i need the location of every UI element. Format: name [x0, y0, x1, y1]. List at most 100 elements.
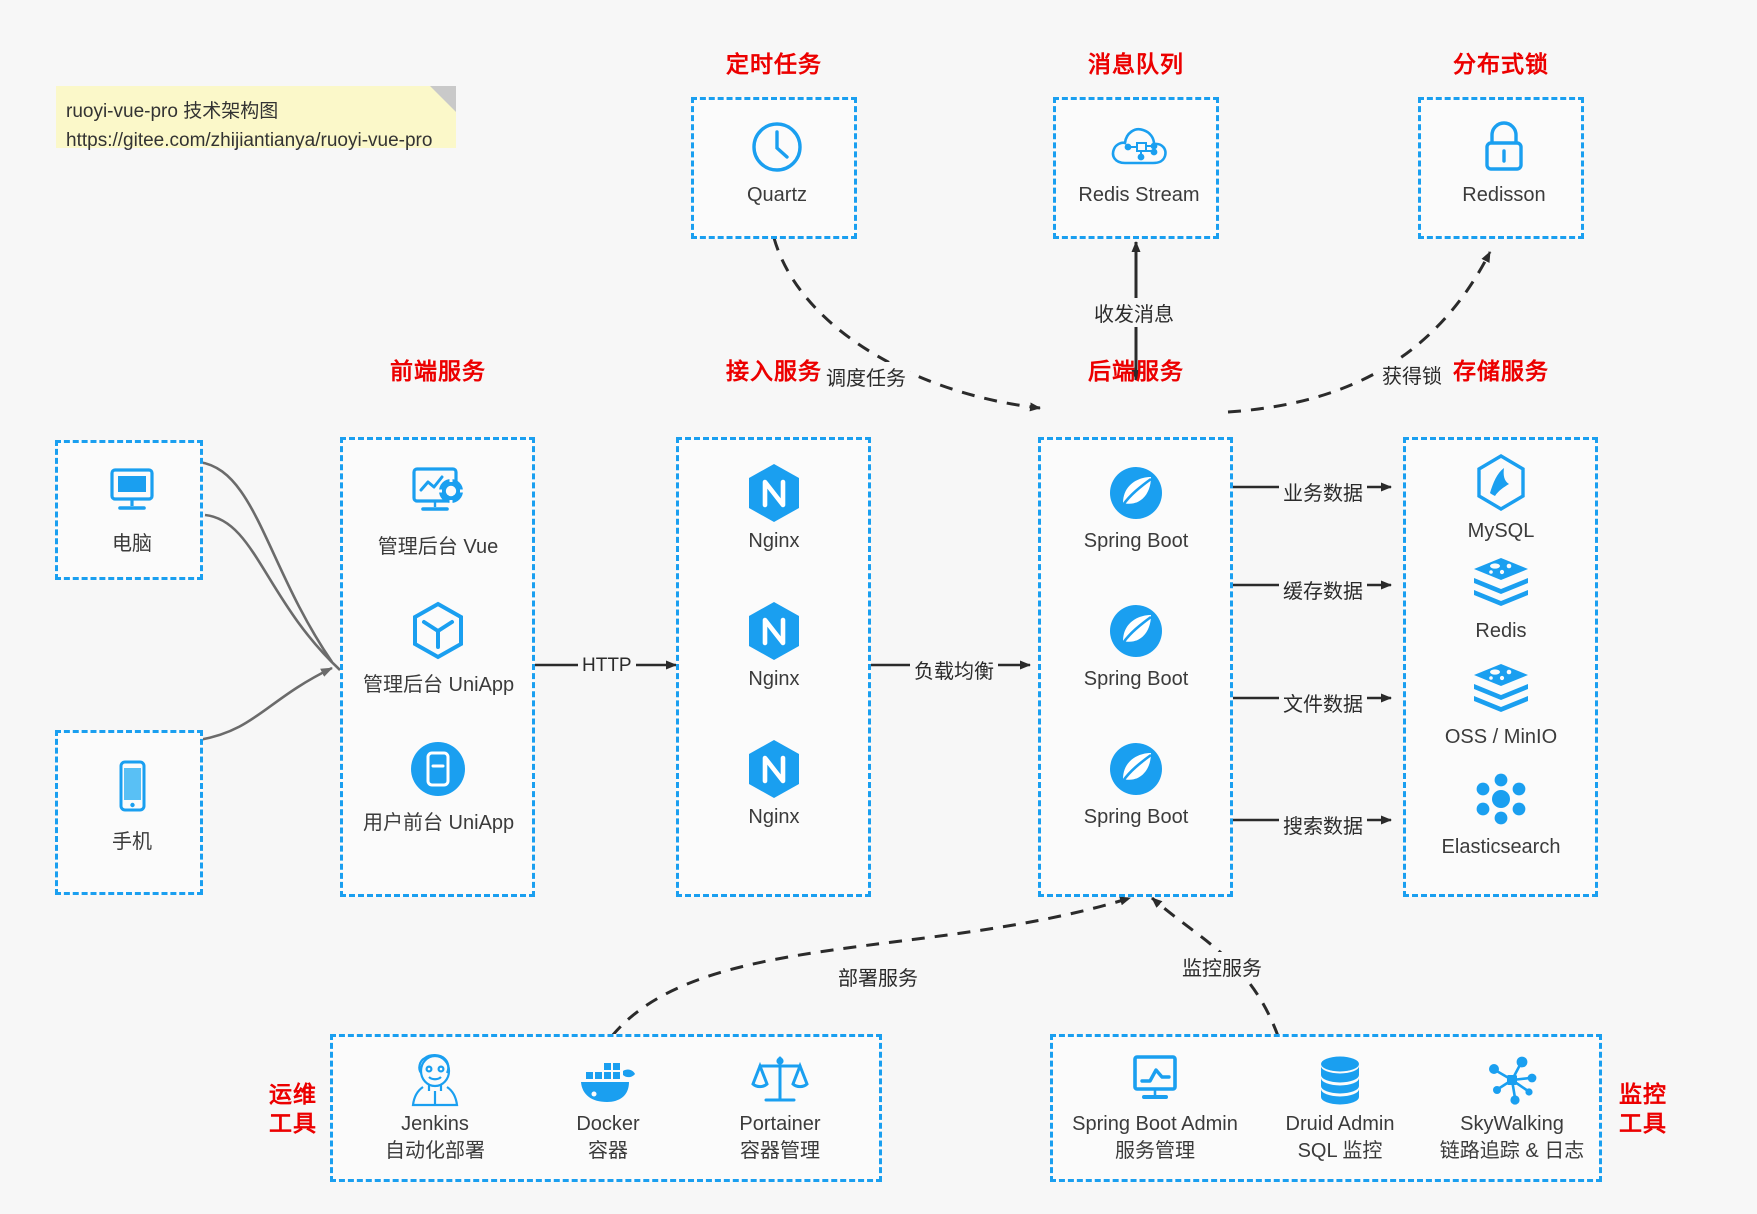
group-title-frontend: 前端服务 [390, 358, 486, 384]
edge-label-file-data: 文件数据 [1279, 688, 1367, 717]
node-sublabel: 容器管理 [740, 1140, 820, 1162]
node-spring-boot-1[interactable]: Spring Boot [1061, 462, 1211, 553]
group-box-devops: Jenkins 自动化部署 Docker 容器 [330, 1034, 882, 1182]
group-box-backend: Spring Boot Spring Boot Spring Boot [1038, 437, 1233, 897]
node-admin-uniapp[interactable]: 管理后台 UniApp [363, 600, 515, 697]
node-sublabel: SQL 监控 [1297, 1140, 1383, 1162]
node-label: 管理后台 Vue [377, 536, 499, 558]
node-sublabel: 自动化部署 [385, 1140, 485, 1162]
jenkins-icon [360, 1049, 510, 1111]
group-title-devops-line1: 运维 [269, 1081, 317, 1107]
node-quartz[interactable]: Quartz [702, 116, 852, 207]
nginx-icon [699, 462, 849, 524]
group-box-monitor: Spring Boot Admin 服务管理 Druid Admin SQL 监… [1050, 1034, 1602, 1182]
nginx-icon [699, 738, 849, 800]
node-jenkins[interactable]: Jenkins 自动化部署 [360, 1049, 510, 1165]
node-label: Spring Boot [1083, 530, 1189, 552]
group-box-scheduler: Quartz [691, 97, 857, 239]
group-box-storage: MySQL Redis [1403, 437, 1598, 897]
group-title-monitor-line2: 工具 [1619, 1109, 1667, 1136]
cloud-network-icon [1064, 116, 1214, 178]
group-box-frontend: 管理后台 Vue 管理后台 UniApp 用户前台 UniApp [340, 437, 535, 897]
node-druid-admin[interactable]: Druid Admin SQL 监控 [1250, 1049, 1430, 1165]
minio-icon [1426, 658, 1576, 720]
group-title-scheduler: 定时任务 [726, 51, 822, 77]
node-label: 手机 [112, 831, 152, 853]
group-title-monitor: 监控 工具 [1608, 1080, 1678, 1138]
node-skywalking[interactable]: SkyWalking 链路追踪 & 日志 [1417, 1049, 1607, 1165]
node-label: Redisson [1462, 184, 1546, 206]
spring-leaf-icon [1061, 462, 1211, 524]
node-mysql[interactable]: MySQL [1426, 452, 1576, 543]
node-label: Spring Boot [1083, 806, 1189, 828]
node-mobile[interactable]: 手机 [57, 757, 207, 854]
mobile-icon [57, 757, 207, 819]
node-redis-stream[interactable]: Redis Stream [1064, 116, 1214, 207]
database-icon [1250, 1049, 1430, 1111]
node-label: 管理后台 UniApp [363, 674, 515, 696]
node-docker[interactable]: Docker 容器 [533, 1049, 683, 1165]
node-label: Elasticsearch [1441, 836, 1561, 858]
node-label: Spring Boot Admin [1072, 1113, 1238, 1135]
node-label: Nginx [748, 806, 800, 828]
node-admin-vue[interactable]: 管理后台 Vue [363, 462, 513, 559]
hexagon-cube-icon [363, 600, 513, 662]
node-user-uniapp[interactable]: 用户前台 UniApp [363, 738, 514, 835]
mysql-icon [1426, 452, 1576, 514]
node-label: Redis [1475, 620, 1527, 642]
group-box-client-mobile: 手机 [55, 730, 203, 895]
group-box-client-desktop: 电脑 [55, 440, 203, 580]
portainer-icon [705, 1049, 855, 1111]
edge-label-acquire-lock: 获得锁 [1378, 360, 1446, 389]
diagram-note: ruoyi-vue-pro 技术架构图 https://gitee.com/zh… [56, 86, 456, 151]
node-nginx-1[interactable]: Nginx [699, 462, 849, 553]
node-redisson[interactable]: Redisson [1429, 116, 1579, 207]
edge-label-search-data: 搜索数据 [1279, 810, 1367, 839]
nginx-icon [699, 600, 849, 662]
clock-icon [702, 116, 852, 178]
group-title-lock: 分布式锁 [1453, 51, 1549, 77]
group-title-gateway: 接入服务 [726, 358, 822, 384]
node-nginx-3[interactable]: Nginx [699, 738, 849, 829]
node-elasticsearch[interactable]: Elasticsearch [1426, 768, 1576, 859]
group-box-gateway: Nginx Nginx Nginx [676, 437, 871, 897]
edge-label-mq-send-receive: 收发消息 [1090, 298, 1178, 327]
spring-leaf-icon [1061, 738, 1211, 800]
node-redis[interactable]: Redis [1426, 552, 1576, 643]
node-label: MySQL [1467, 520, 1535, 542]
group-title-storage: 存储服务 [1453, 358, 1549, 384]
node-sublabel: 链路追踪 & 日志 [1439, 1140, 1585, 1162]
note-line-1: ruoyi-vue-pro 技术架构图 [66, 101, 279, 122]
node-portainer[interactable]: Portainer 容器管理 [705, 1049, 855, 1165]
group-title-mq: 消息队列 [1088, 51, 1184, 77]
elasticsearch-icon [1426, 768, 1576, 830]
node-label: Jenkins [401, 1113, 469, 1135]
node-sublabel: 服务管理 [1115, 1140, 1195, 1162]
edge-label-schedule-task: 调度任务 [822, 362, 910, 391]
node-desktop[interactable]: 电脑 [57, 459, 207, 556]
note-line-2: https://gitee.com/zhijiantianya/ruoyi-vu… [66, 129, 433, 151]
node-label: 电脑 [112, 533, 152, 555]
group-title-devops: 运维 工具 [258, 1080, 328, 1138]
node-spring-boot-3[interactable]: Spring Boot [1061, 738, 1211, 829]
node-label: Redis Stream [1078, 184, 1200, 206]
node-sublabel: 容器 [588, 1140, 628, 1162]
node-label: Quartz [746, 184, 808, 206]
skywalking-icon [1417, 1049, 1607, 1111]
node-label: Druid Admin [1285, 1113, 1395, 1135]
note-fold-corner [430, 86, 456, 112]
node-oss-minio[interactable]: OSS / MinIO [1426, 658, 1576, 749]
node-label: Portainer [739, 1113, 821, 1135]
node-spring-boot-2[interactable]: Spring Boot [1061, 600, 1211, 691]
edge-label-biz-data: 业务数据 [1279, 477, 1367, 506]
group-box-mq: Redis Stream [1053, 97, 1219, 239]
group-title-devops-line2: 工具 [269, 1109, 317, 1136]
group-title-backend: 后端服务 [1088, 358, 1184, 384]
node-nginx-2[interactable]: Nginx [699, 600, 849, 691]
node-spring-boot-admin[interactable]: Spring Boot Admin 服务管理 [1060, 1049, 1250, 1165]
mobile-app-icon [363, 738, 513, 800]
monitor-gear-icon [363, 462, 513, 524]
edge-label-monitor-service: 监控服务 [1178, 952, 1266, 981]
node-label: Spring Boot [1083, 668, 1189, 690]
